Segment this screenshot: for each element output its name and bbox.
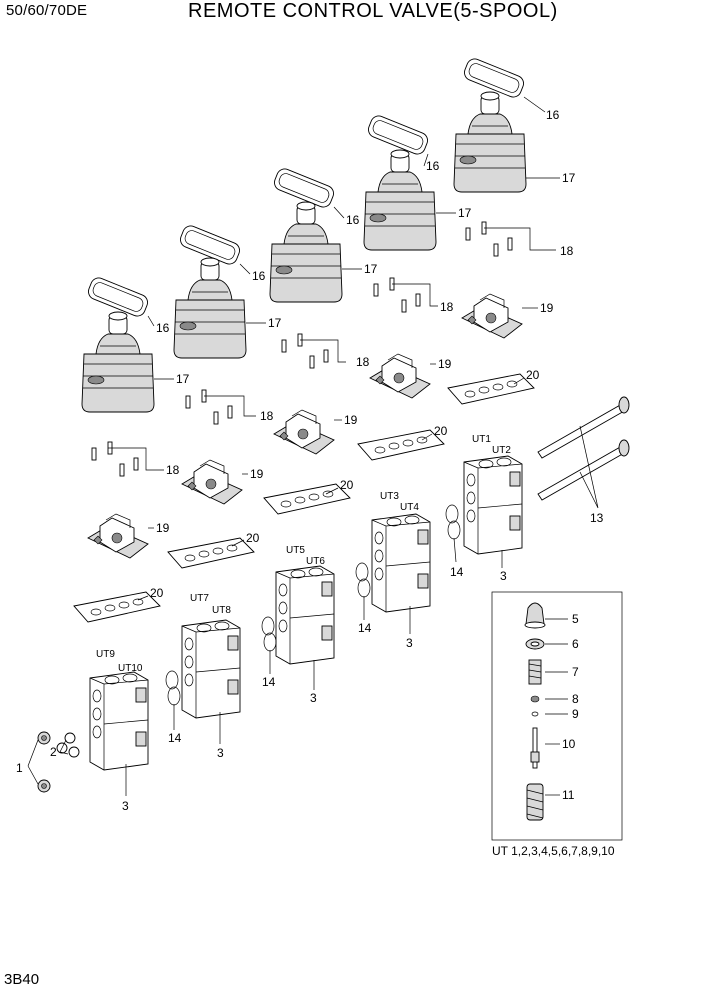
callout-20: 20 — [434, 424, 448, 438]
callout-18: 18 — [440, 300, 454, 314]
ut-label: UT9 — [96, 649, 115, 660]
callout-18: 18 — [356, 355, 370, 369]
tie-rod-upper — [537, 396, 630, 459]
callout-17: 17 — [176, 372, 190, 386]
callout-16: 16 — [252, 269, 266, 283]
callout-11: 11 — [562, 788, 575, 802]
callout-17: 17 — [562, 171, 576, 185]
callout-3: 3 — [217, 746, 224, 760]
callout-17: 17 — [458, 206, 472, 220]
callout-20: 20 — [340, 478, 354, 492]
callout-17: 17 — [268, 316, 282, 330]
callout-19: 19 — [156, 521, 170, 535]
callout-20: 20 — [246, 531, 260, 545]
callout-2: 2 — [50, 745, 57, 759]
callout-8: 8 — [572, 692, 579, 706]
model-code: 50/60/70DE — [6, 2, 88, 19]
callout-14: 14 — [358, 621, 372, 635]
callout-5: 5 — [572, 612, 579, 626]
callout-14: 14 — [450, 565, 464, 579]
callout-3: 3 — [310, 691, 317, 705]
callout-14: 14 — [168, 731, 182, 745]
callout-7: 7 — [572, 665, 579, 679]
callout-16: 16 — [156, 321, 170, 335]
ut-label: UT2 — [492, 445, 511, 456]
callout-10: 10 — [562, 737, 576, 751]
ut-label: UT7 — [190, 593, 209, 604]
callout-16: 16 — [346, 213, 360, 227]
callout-9: 9 — [572, 707, 579, 721]
ut-label: UT4 — [400, 502, 419, 513]
page-title: REMOTE CONTROL VALVE(5-SPOOL) — [188, 0, 558, 22]
plug-part-2 — [56, 732, 80, 758]
callout-14: 14 — [262, 675, 276, 689]
tie-rod-lower — [537, 439, 630, 501]
callout-1: 1 — [16, 761, 23, 775]
ut-label: UT3 — [380, 491, 399, 502]
callout-19: 19 — [250, 467, 264, 481]
ut-label: UT8 — [212, 605, 231, 616]
ut-label: UT1 — [472, 434, 491, 445]
callout-18: 18 — [166, 463, 180, 477]
callout-16: 16 — [426, 159, 440, 173]
kit-box — [491, 591, 623, 841]
callout-3: 3 — [406, 636, 413, 650]
kit-label: UT 1,2,3,4,5,6,7,8,9,10 — [492, 844, 615, 858]
callout-20: 20 — [150, 586, 164, 600]
ut-label: UT5 — [286, 545, 305, 556]
callout-13: 13 — [590, 511, 604, 525]
ut-label: UT10 — [118, 663, 143, 674]
kit-parts — [524, 602, 546, 821]
callout-16: 16 — [546, 108, 560, 122]
callout-19: 19 — [344, 413, 358, 427]
callout-3: 3 — [500, 569, 507, 583]
callout-20: 20 — [526, 368, 540, 382]
callout-3: 3 — [122, 799, 129, 813]
plug-part-1 — [37, 731, 51, 793]
ut-label: UT6 — [306, 556, 325, 567]
callout-6: 6 — [572, 637, 579, 651]
callout-17: 17 — [364, 262, 378, 276]
page-code: 3B40 — [4, 971, 40, 988]
callout-19: 19 — [438, 357, 452, 371]
callout-19: 19 — [540, 301, 554, 315]
callout-18: 18 — [560, 244, 574, 258]
callout-18: 18 — [260, 409, 274, 423]
